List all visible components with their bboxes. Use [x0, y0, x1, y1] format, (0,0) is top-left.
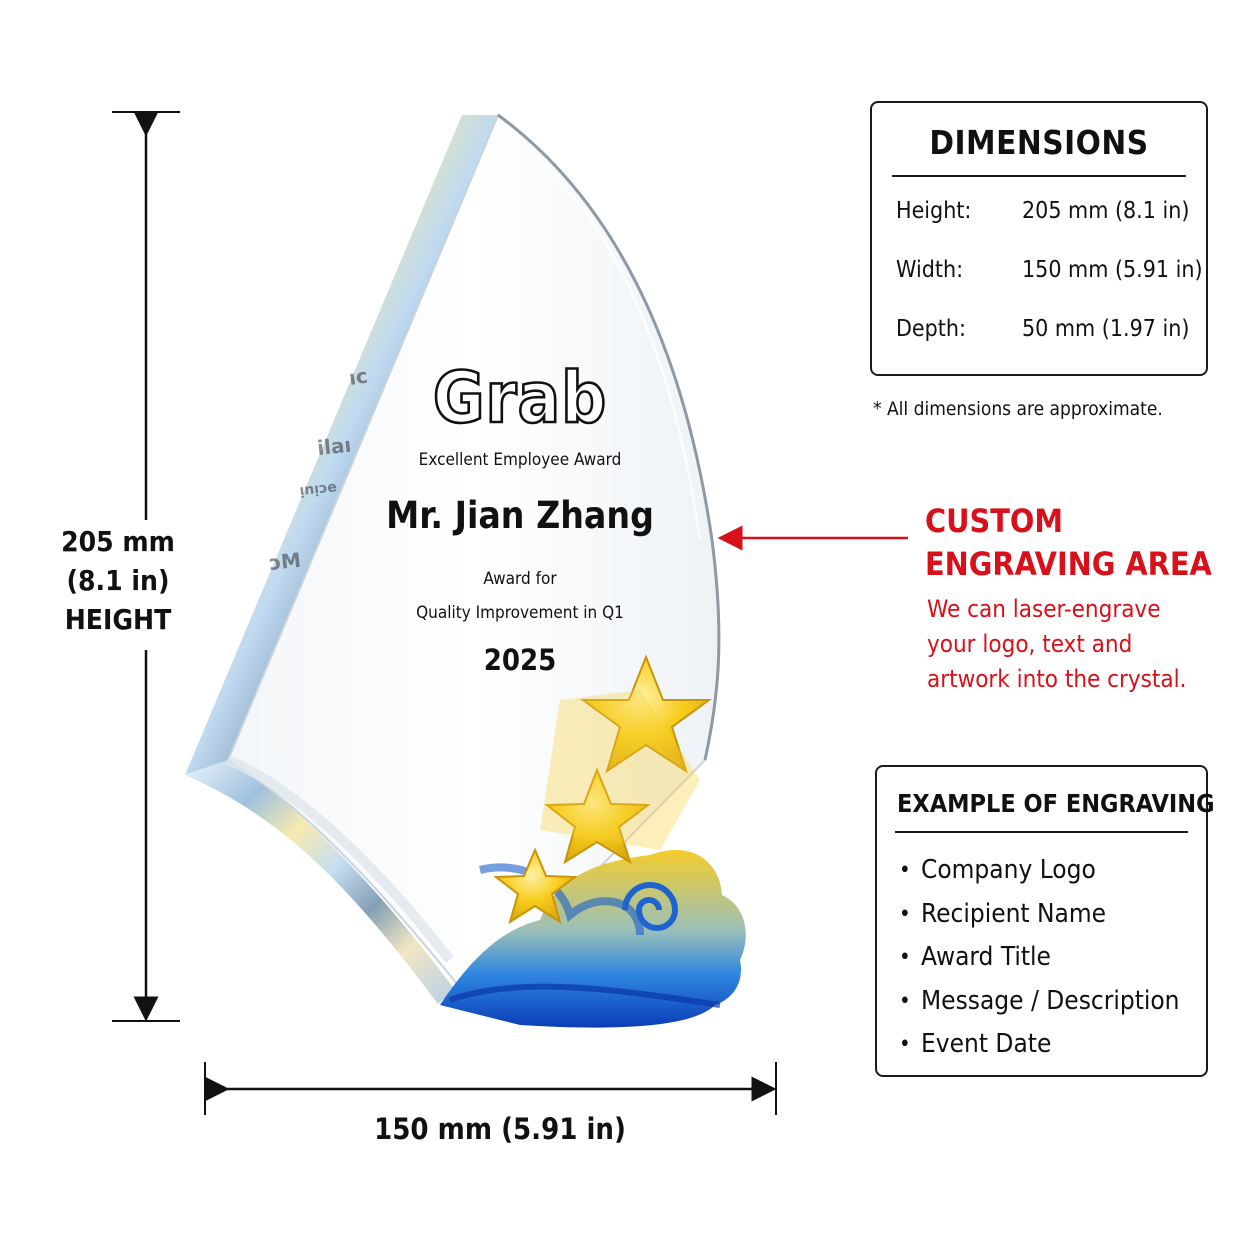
svg-text:ɔM: ɔM: [268, 548, 302, 575]
custom-engraving-title-line2: ENGRAVING AREA: [925, 545, 1212, 583]
dimension-row-label: Depth:: [896, 316, 967, 342]
dimensions-title: DIMENSIONS: [929, 123, 1149, 162]
dimension-row-value: 150 mm (5.91 in): [1022, 257, 1203, 283]
dimension-row-value: 205 mm (8.1 in): [1022, 198, 1190, 224]
list-item: Event Date: [897, 1023, 1180, 1067]
company-logo-engraving: Grab: [432, 357, 608, 440]
example-engraving-divider: [895, 831, 1188, 833]
list-item: Award Title: [897, 936, 1180, 980]
svg-text:ilaı: ilaı: [316, 433, 352, 460]
svg-text:ᴉnᴉɔe: ᴉnᴉɔe: [299, 479, 338, 499]
dimension-row-depth: Depth: 50 mm (1.97 in): [896, 316, 1196, 350]
example-engraving-title: EXAMPLE OF ENGRAVING: [897, 789, 1215, 818]
dimensions-panel: DIMENSIONS Height: 205 mm (8.1 in) Width…: [870, 101, 1208, 376]
star-decorations: [493, 654, 713, 925]
list-item: Message / Description: [897, 980, 1180, 1024]
custom-engraving-description: We can laser-engrave your logo, text and…: [927, 592, 1186, 697]
dimension-row-label: Width:: [896, 257, 964, 283]
crystal-base-waves: [440, 849, 746, 1028]
award-name-engraving: Excellent Employee Award: [418, 450, 622, 470]
dimension-row-width: Width: 150 mm (5.91 in): [896, 257, 1203, 291]
award-for-engraving: Award for: [483, 569, 557, 589]
height-value-metric: 205 mm: [61, 525, 175, 558]
width-dimension-label: 150 mm (5.91 in): [374, 1112, 626, 1146]
custom-engraving-line: artwork into the crystal.: [927, 665, 1187, 693]
height-dimension-label: 205 mm (8.1 in) HEIGHT: [40, 522, 196, 639]
height-word: HEIGHT: [64, 603, 172, 636]
dimension-row-value: 50 mm (1.97 in): [1022, 316, 1190, 342]
custom-engraving-line: We can laser-engrave: [927, 595, 1161, 623]
award-reason-engraving: Quality Improvement in Q1: [416, 603, 624, 623]
dimensions-note: * All dimensions are approximate.: [873, 398, 1163, 420]
dimension-row-label: Height:: [896, 198, 972, 224]
example-engraving-list: Company Logo Recipient Name Award Title …: [897, 849, 1180, 1067]
custom-engraving-title: CUSTOM ENGRAVING AREA: [925, 500, 1212, 586]
width-dimension-line: [204, 1062, 777, 1115]
custom-engraving-line: your logo, text and: [927, 630, 1133, 658]
dimension-row-height: Height: 205 mm (8.1 in): [896, 198, 1196, 232]
height-dimension-line: [112, 111, 180, 1022]
list-item: Company Logo: [897, 849, 1180, 893]
list-item: Recipient Name: [897, 893, 1180, 937]
award-year-engraving: 2025: [483, 643, 557, 677]
dimensions-divider: [892, 175, 1186, 177]
svg-text:ıc: ıc: [347, 364, 369, 390]
example-engraving-panel: EXAMPLE OF ENGRAVING Company Logo Recipi…: [875, 765, 1215, 1077]
custom-engraving-title-line1: CUSTOM: [925, 502, 1063, 540]
height-value-imperial: (8.1 in): [66, 564, 170, 597]
recipient-name-engraving: Mr. Jian Zhang: [386, 494, 654, 537]
